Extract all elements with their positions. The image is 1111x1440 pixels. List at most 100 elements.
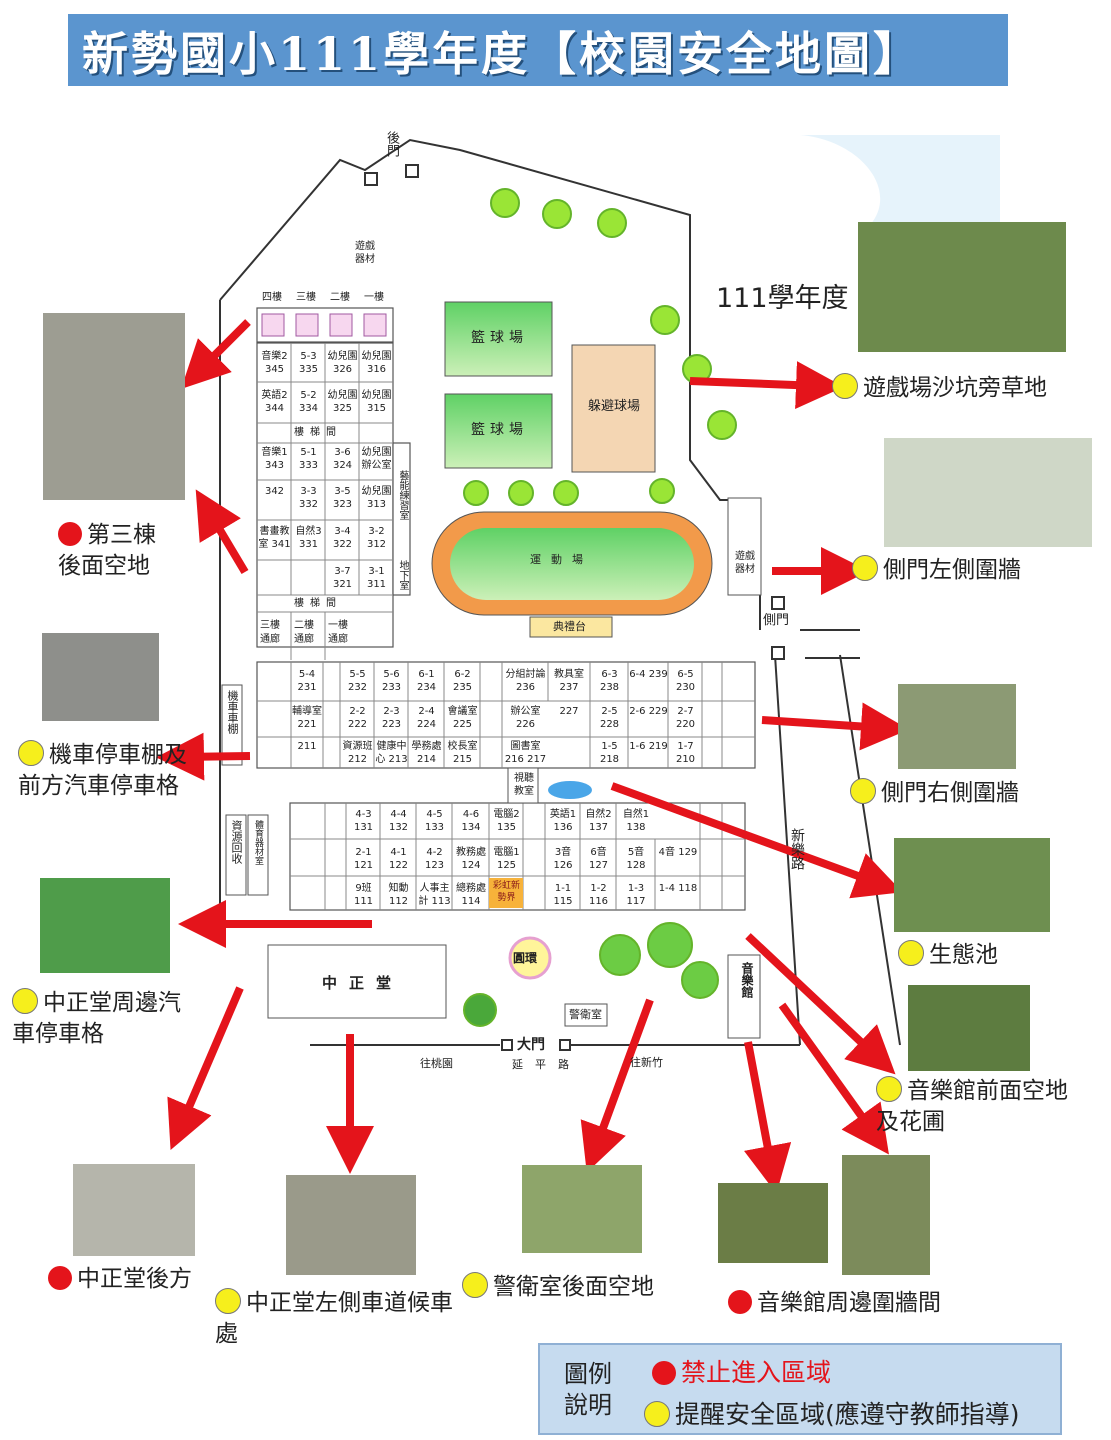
room-label: 人事主計 113 (418, 883, 451, 907)
building-3-grid (257, 343, 393, 660)
building-2-grid (257, 662, 755, 768)
callout-text: 遊戲場沙坑旁草地 (863, 375, 1047, 401)
room-label: 健康中心 213 (375, 741, 408, 765)
yanping-road-label: 延平路 (512, 1058, 581, 1071)
room-label: 4-3 131 (353, 809, 374, 833)
room-label: 342 (264, 486, 285, 497)
callout-text: 側門右側圍牆 (881, 780, 1019, 806)
callout-text: 側門左側圍牆 (883, 557, 1021, 583)
stair-label-b3-bottom: 樓梯間 (294, 598, 342, 609)
music-hall-block (727, 954, 761, 1039)
basketball-court-1 (444, 301, 553, 377)
room-label: 5-1 333 (298, 447, 319, 471)
guard-room-label: 警衛室 (569, 1008, 602, 1021)
callout-moto: 機車停車棚及前方汽車停車格 (18, 740, 193, 802)
callout-side-right: 側門右側圍牆 (850, 778, 1019, 809)
room-label: 6-1 234 (416, 669, 437, 693)
sky-decoration (800, 135, 1000, 225)
room-label: 4-5 133 (424, 809, 445, 833)
callout-text: 警衛室後面空地 (493, 1274, 654, 1300)
callout-grass: 遊戲場沙坑旁草地 (832, 373, 1047, 404)
stage-label: 典禮台 (553, 620, 586, 633)
floor-header-2: 二樓 (330, 292, 350, 303)
room-label: 電腦2 135 (493, 809, 520, 833)
room-label: 3-3 332 (298, 486, 319, 510)
forbidden-dot (58, 522, 82, 546)
room-label: 1-1 115 (553, 883, 573, 907)
room-label: 227 (559, 706, 579, 717)
moto-shed-label: 機車車棚 (226, 690, 239, 734)
caution-dot (12, 988, 38, 1014)
caution-dot (644, 1401, 670, 1427)
page-title: 新勢國小111學年度【校園安全地圖】 (82, 27, 923, 81)
callout-text: 中正堂後方 (77, 1266, 192, 1292)
legend-box: 圖例說明 禁止進入區域 提醒安全區域(應遵守教師指導) (538, 1343, 1062, 1435)
caution-dot (852, 555, 878, 581)
room-label: 5-6 233 (381, 669, 402, 693)
caution-dot (876, 1076, 902, 1102)
room-label: 3-4 322 (332, 526, 353, 550)
av-room-label: 視聽教室 (514, 773, 534, 797)
recycle-label: 資源回收 (230, 820, 243, 864)
room-label: 書畫教室 341 (258, 526, 291, 550)
danger-arrows (156, 319, 909, 1194)
room-label: 5-3 335 (298, 351, 319, 375)
tree-cluster (463, 188, 737, 1027)
room-label: 英語1 136 (549, 809, 577, 833)
callout-text: 音樂館前面空地及花圃 (876, 1078, 1068, 1135)
room-label: 音樂2 345 (261, 351, 288, 375)
callout-text: 第三棟後面空地 (58, 522, 156, 579)
room-label: 5-5 232 (347, 669, 368, 693)
room-label: 1-4 118 (658, 883, 698, 894)
xinle-road-label: 新樂路 (789, 828, 805, 870)
room-label: 4-1 122 (388, 847, 409, 871)
zhongzheng-hall-block (267, 944, 447, 1019)
stair-label-b3-top: 樓梯間 (294, 427, 342, 438)
back-gate-post (405, 164, 419, 178)
sports-storage-block (247, 814, 269, 896)
floor-header-4: 四樓 (262, 292, 282, 303)
room-label: 4-6 134 (461, 809, 481, 833)
corridor-3f: 三樓通廊 (260, 620, 280, 645)
room-label: 英語2 344 (261, 390, 288, 414)
rainbow-sign-label: 彩虹新勢界 (492, 881, 520, 903)
forbidden-dot (728, 1290, 752, 1314)
room-label: 2-6 229 (629, 706, 668, 717)
room-label: 9班 111 (353, 883, 374, 907)
moto-shed-block (221, 684, 243, 766)
room-label: 2-3 223 (381, 706, 402, 730)
back-gate-label: 後門 (384, 131, 399, 157)
sports-field (450, 528, 694, 600)
sports-storage-label: 體育器材室 (253, 820, 263, 865)
side-gate-post (771, 596, 785, 610)
room-label: 1-5 218 (599, 741, 620, 765)
legend-forbidden: 禁止進入區域 (652, 1353, 831, 1389)
room-label: 電腦1 125 (493, 847, 520, 871)
play-equipment-east-label: 遊戲器材 (735, 551, 755, 575)
room-label: 1-7 210 (675, 741, 696, 765)
callout-text: 中正堂左側車道候車處 (215, 1290, 453, 1347)
room-label: 2-1 121 (353, 847, 374, 871)
zhongzheng-hall-label: 中正堂 (322, 974, 404, 992)
caution-dot (18, 740, 44, 766)
room-label: 5-4 231 (297, 669, 317, 693)
guard-room-block (564, 1003, 608, 1027)
room-label: 音樂1 343 (261, 447, 288, 471)
room-label: 2-2 222 (347, 706, 368, 730)
room-label: 會議室 225 (447, 706, 478, 730)
room-label: 4-4 132 (388, 809, 409, 833)
room-label: 211 (297, 741, 317, 752)
room-label: 學務處 214 (411, 741, 442, 765)
callout-zz-left: 中正堂左側車道候車處 (215, 1288, 455, 1350)
school-year-label: 111學年度 (716, 283, 849, 314)
callout-music-front: 音樂館前面空地及花圃 (876, 1076, 1076, 1138)
room-label: 自然3 331 (295, 526, 322, 550)
callout-text: 音樂館周邊圍牆間 (757, 1290, 941, 1316)
callout-text: 中正堂周邊汽車停車格 (12, 990, 181, 1047)
callout-music-wall: 音樂館周邊圍牆間 (728, 1288, 941, 1319)
floor-header-1: 一樓 (364, 292, 384, 303)
room-label: 3-7 321 (332, 566, 353, 590)
arts-room-label: 藝能練習室 (397, 470, 408, 520)
play-equipment-label: 遊戲器材 (355, 241, 375, 265)
room-label: 辦公室 226 (510, 706, 541, 730)
